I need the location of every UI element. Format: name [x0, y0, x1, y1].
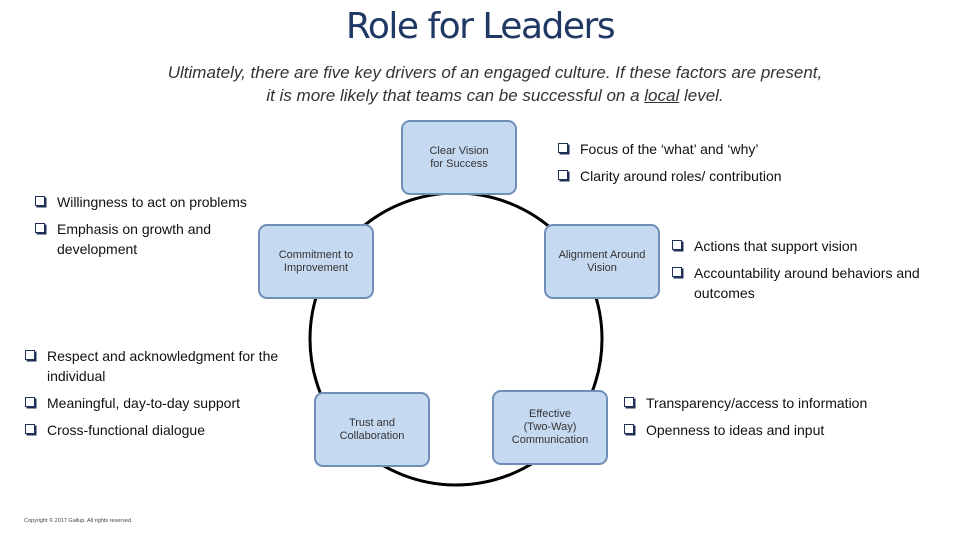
node-trust: Trust and Collaboration	[314, 392, 430, 467]
subtitle-line-2: it is more likely that teams can be succ…	[100, 84, 890, 107]
checkbox-bullet-icon	[624, 397, 634, 407]
bullets-alignment: Actions that support vision Accountabili…	[672, 236, 922, 303]
list-item: Cross-functional dialogue	[25, 420, 315, 440]
copyright-text: Copyright © 2017 Gallup. All rights rese…	[24, 518, 133, 524]
subtitle: Ultimately, there are five key drivers o…	[100, 61, 890, 107]
list-item: Openness to ideas and input	[624, 420, 924, 440]
node-clear-vision: Clear Vision for Success	[401, 120, 517, 195]
subtitle-line-1: Ultimately, there are five key drivers o…	[167, 63, 823, 82]
subtitle-text: it is more likely that teams can be succ…	[266, 86, 645, 105]
checkbox-bullet-icon	[25, 397, 35, 407]
checkbox-bullet-icon	[25, 350, 35, 360]
node-trust-label: Trust and Collaboration	[339, 416, 405, 442]
page-title: Role for Leaders	[345, 6, 616, 47]
bullets-clear-vision: Focus of the ‘what’ and ‘why’ Clarity ar…	[558, 139, 858, 186]
list-item: Respect and acknowledgment for the indiv…	[25, 346, 315, 386]
list-item: Clarity around roles/ contribution	[558, 166, 858, 186]
checkbox-bullet-icon	[624, 424, 634, 434]
list-item: Actions that support vision	[672, 236, 922, 256]
node-commitment-label: Commitment to Improvement	[278, 248, 354, 274]
list-item: Focus of the ‘what’ and ‘why’	[558, 139, 858, 159]
checkbox-bullet-icon	[25, 424, 35, 434]
subtitle-text-end: level.	[679, 86, 724, 105]
checkbox-bullet-icon	[672, 267, 682, 277]
checkbox-bullet-icon	[558, 170, 568, 180]
node-alignment-label: Alignment Around Vision	[558, 248, 646, 274]
list-item: Emphasis on growth and development	[35, 219, 217, 259]
node-communication: Effective (Two-Way) Communication	[492, 390, 608, 465]
checkbox-bullet-icon	[35, 196, 45, 206]
list-item: Accountability around behaviors and outc…	[672, 263, 922, 303]
node-communication-label: Effective (Two-Way) Communication	[511, 408, 589, 446]
list-item: Meaningful, day-to-day support	[25, 393, 315, 413]
node-clear-vision-label: Clear Vision for Success	[429, 144, 489, 170]
subtitle-underlined-word: local	[644, 86, 680, 105]
bullets-communication: Transparency/access to information Openn…	[624, 393, 924, 440]
node-commitment: Commitment to Improvement	[258, 224, 374, 299]
bullets-commitment: Willingness to act on problems Emphasis …	[35, 192, 270, 259]
checkbox-bullet-icon	[672, 240, 682, 250]
checkbox-bullet-icon	[35, 223, 45, 233]
list-item: Willingness to act on problems	[35, 192, 270, 212]
checkbox-bullet-icon	[558, 143, 568, 153]
bullets-trust: Respect and acknowledgment for the indiv…	[25, 346, 315, 440]
list-item: Transparency/access to information	[624, 393, 924, 413]
node-alignment: Alignment Around Vision	[544, 224, 660, 299]
